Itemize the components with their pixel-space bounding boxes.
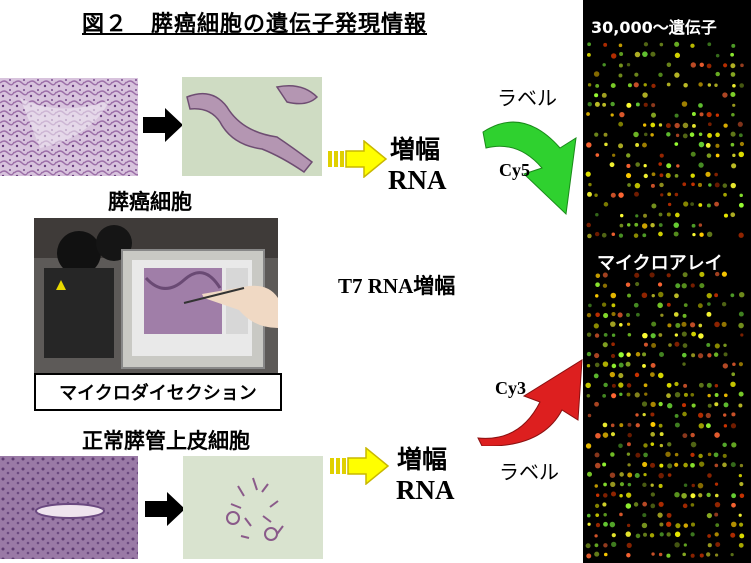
figure-title: 図２ 膵癌細胞の遺伝子発現情報 [82, 12, 428, 37]
cancer-tissue-photo [0, 78, 138, 176]
block-arrow-right-bottom-icon [145, 492, 185, 526]
block-arrow-right-icon [143, 108, 183, 142]
cy5-label: Cy5 [499, 160, 530, 180]
t7-amplification-label: T7 RNA増幅 [338, 274, 456, 298]
label-top: ラベル [497, 86, 557, 110]
dissected-cancer-photo [182, 77, 322, 176]
microarray-spots [585, 41, 745, 559]
amplified-top-line1: 増幅 [390, 135, 441, 164]
amplified-bottom-line2: RNA [396, 475, 455, 505]
normal-cells-label: 正常膵管上皮細胞 [82, 429, 250, 453]
amplify-arrow-bottom-icon [330, 447, 390, 485]
gene-count-label: 30,000～遺伝子 [591, 18, 717, 37]
cancer-cells-label: 膵癌細胞 [108, 190, 192, 214]
cy3-label: Cy3 [495, 378, 526, 398]
microarray-label: マイクロアレイ [597, 253, 723, 274]
microdissection-photo [34, 218, 278, 374]
amplified-top-line2: RNA [388, 165, 447, 195]
curved-arrow-green-icon [482, 121, 577, 216]
amplified-bottom-line1: 増幅 [397, 445, 448, 474]
label-bottom: ラベル [499, 460, 559, 484]
dissected-normal-photo [183, 456, 323, 559]
microdissection-caption: マイクロダイセクション [34, 373, 282, 411]
normal-tissue-photo [0, 456, 138, 559]
microarray-panel: 30,000～遺伝子 マイクロアレイ [583, 0, 751, 563]
curved-arrow-red-icon [477, 359, 583, 446]
amplify-arrow-top-icon [328, 140, 388, 178]
